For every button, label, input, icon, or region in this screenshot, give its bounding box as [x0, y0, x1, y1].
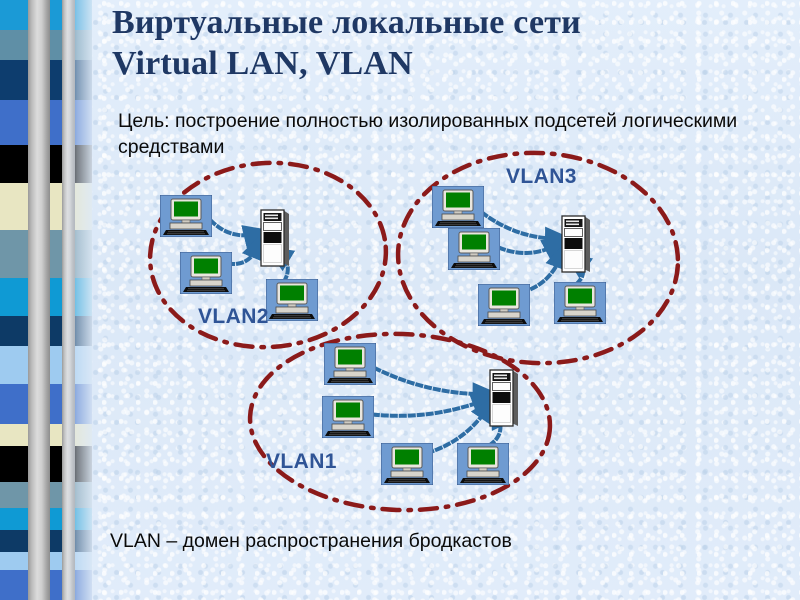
vlan-label-vlan3: VLAN3 [506, 165, 577, 188]
vlan-ellipses [147, 150, 681, 513]
title-line-2: Virtual LAN, VLAN [112, 45, 413, 82]
link-vlan2-0 [208, 218, 272, 249]
title-line-1: Виртуальные локальные сети [112, 4, 581, 41]
slide-subtitle: Цель: построение полностью изолированных… [118, 110, 738, 158]
gray-bar-1 [28, 0, 50, 600]
link-vlan3-1 [497, 237, 571, 262]
link-vlan1-0 [372, 365, 501, 407]
link-vlan1-2 [425, 395, 497, 456]
slide-title: Виртуальные локальные сети Virtual LAN, … [112, 2, 772, 84]
vlan-label-vlan2: VLAN2 [198, 305, 269, 328]
link-vlan2-1 [226, 231, 265, 266]
left-decorative-band [0, 0, 92, 600]
vlan-label-vlan1: VLAN1 [266, 450, 337, 473]
link-vlan1-1 [371, 393, 500, 418]
slide-caption: VLAN – домен распространения бродкастов [110, 530, 512, 552]
ellipse-vlan2 [147, 160, 389, 350]
band-fade-edge [62, 0, 92, 600]
ellipse-vlan1 [247, 331, 553, 513]
ellipse-vlan3 [395, 150, 681, 366]
